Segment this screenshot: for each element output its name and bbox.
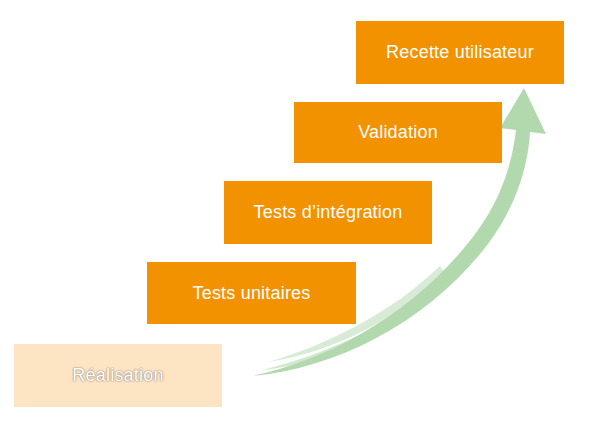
step-box: Tests unitaires (147, 262, 356, 324)
step-label: Tests d’intégration (254, 202, 403, 223)
step-box: Recette utilisateur (356, 21, 564, 84)
step-label: Tests unitaires (192, 283, 310, 304)
step-box: Tests d’intégration (224, 181, 432, 244)
step-label: Validation (358, 122, 438, 143)
step-box: Réalisation (14, 344, 222, 407)
step-box: Validation (294, 102, 502, 163)
step-label: Réalisation (72, 365, 163, 386)
step-label: Recette utilisateur (386, 42, 534, 63)
